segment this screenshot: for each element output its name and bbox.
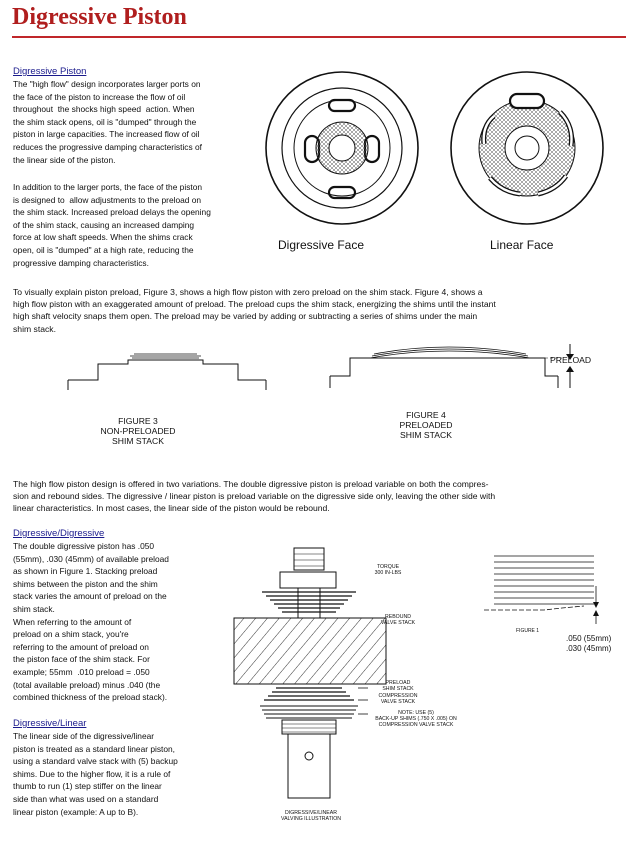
section2-paragraph: The double digressive piston has .050 (5… — [13, 541, 169, 703]
figure4-caption: FIGURE 4 PRELOADED SHIM STACK — [399, 410, 453, 440]
piston-faces-illustration — [265, 71, 604, 225]
figure4-preload-label: PRELOAD — [550, 355, 592, 365]
compression-label: COMPRESSION VALVE STACK — [378, 693, 418, 705]
digressive-face-label: Digressive Face — [278, 238, 365, 252]
figure1-dimension-1: .050 (55mm) — [566, 634, 612, 643]
preload-explanation-paragraph: To visually explain piston preload, Figu… — [13, 287, 496, 334]
illustration-caption: DIGRESSIVE/LINEAR VALVING ILLUSTRATION — [281, 810, 341, 822]
valving-illustration-drawing — [233, 547, 387, 799]
section1-paragraph-1: The "high flow" design incorporates larg… — [13, 79, 202, 165]
linear-face-drawing — [450, 71, 604, 225]
figure3-drawing — [67, 353, 267, 390]
title-rule — [12, 36, 626, 38]
page-title: Digressive Piston — [12, 4, 187, 30]
linear-face-label: Linear Face — [490, 238, 554, 252]
illustration-note: NOTE: USE (5) BACK-UP SHIMS (.750 X .005… — [375, 710, 457, 728]
torque-label: TORQUE 300 IN-LBS — [374, 564, 402, 576]
figure1-drawing — [484, 555, 599, 624]
section-heading-digressive-linear: Digressive/Linear — [13, 718, 87, 729]
variations-paragraph: The high flow piston design is offered i… — [13, 479, 496, 514]
figure4-drawing — [329, 344, 574, 388]
section-heading-digressive-digressive: Digressive/Digressive — [13, 528, 105, 539]
section1-paragraph-2: In addition to the larger ports, the fac… — [13, 182, 211, 268]
section-heading-digressive-piston: Digressive Piston — [13, 66, 87, 77]
digressive-face-drawing — [265, 71, 419, 225]
figure1-label: FIGURE 1 — [516, 628, 540, 634]
rebound-label: REBOUND VALVE STACK — [380, 614, 416, 626]
section3-paragraph: The linear side of the digressive/linear… — [13, 731, 178, 817]
figure3-caption: FIGURE 3 NON-PRELOADED SHIM STACK — [100, 416, 176, 446]
preload-stack-label: PRELOAD SHIM STACK — [382, 680, 414, 692]
figure1-dimension-2: .030 (45mm) — [566, 644, 612, 653]
